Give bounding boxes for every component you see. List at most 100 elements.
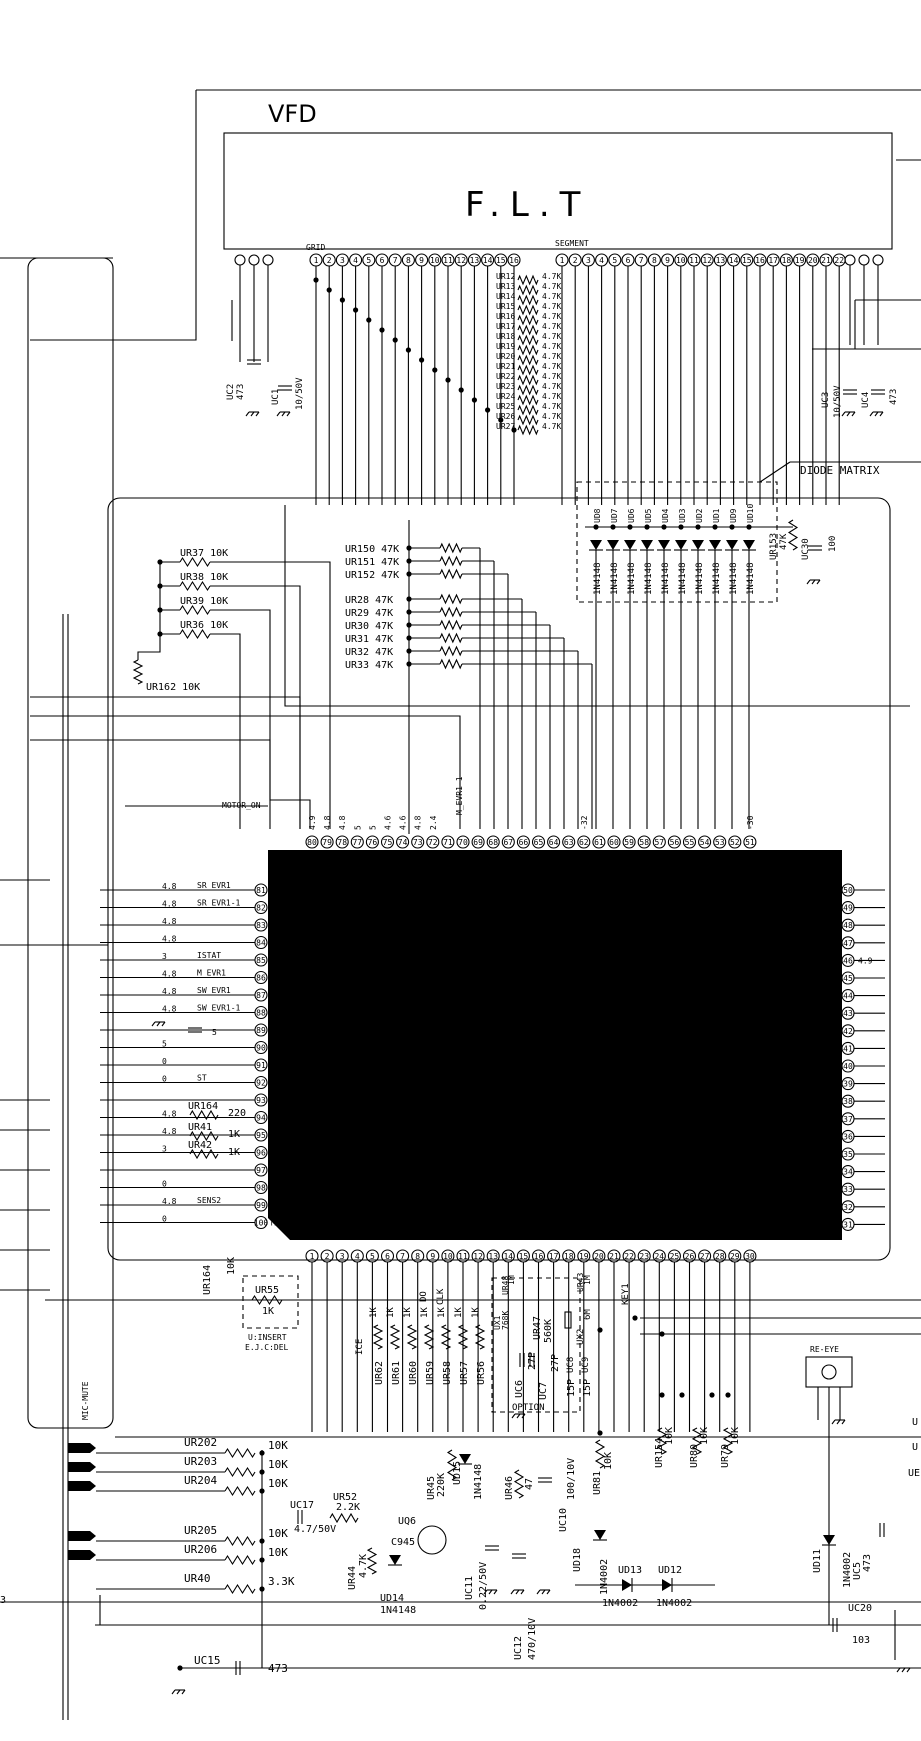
ic-bottom-pin-number: 24 — [654, 1252, 664, 1261]
ic-right-pin: 35 — [841, 1147, 855, 1161]
ic-right-pin-name: GRID1 — [794, 974, 818, 983]
uc17-capacitor — [297, 1510, 303, 1524]
vdd2-voltage: 5 — [212, 1028, 217, 1037]
res47k-resistor — [439, 568, 463, 580]
ic-bottom-pin: 13 — [486, 1249, 500, 1263]
ic-right-pin-name: P20 — [804, 904, 819, 913]
ground-symbol — [171, 1689, 186, 1695]
vfd-segment-pin-number: 15 — [742, 256, 752, 265]
bottom-res-name: UR62 — [374, 1361, 385, 1385]
ud15-label: UD15 — [452, 1461, 463, 1485]
ic-left-pin-name: LKFS — [271, 1096, 290, 1105]
ic-bottom-pin-name: MDATA — [384, 1212, 393, 1236]
ic-bottom-pin-number: 30 — [745, 1252, 755, 1261]
ur164b-label: UR164 — [202, 1265, 213, 1295]
ic-top-pin-voltage: 4.6 — [384, 815, 393, 830]
ic-bottom-pin-name: DO1 — [338, 1221, 347, 1236]
ic-right-pin-name: GRID2 — [794, 992, 818, 1001]
ic-top-pin-voltage: 5 — [368, 825, 377, 830]
vfd-grid-pin-number: 1 — [314, 256, 319, 265]
ic-top-pin: 79 — [320, 835, 334, 849]
ic-right-pin: 33 — [841, 1182, 855, 1196]
ic-bottom-pin: 18 — [562, 1249, 576, 1263]
ic-right-pin: 45 — [841, 971, 855, 985]
power-resistor — [224, 1447, 256, 1459]
vfd-segment-pin-number: 20 — [808, 256, 818, 265]
ic-left-pin-name: MDOUT — [271, 1201, 295, 1210]
ic-right-pin-number: 36 — [843, 1132, 853, 1141]
resistor-value: 4.7K — [542, 282, 561, 291]
ic-left-pin-voltage: 0 — [162, 1215, 167, 1224]
ic-bottom-pin-name: PROTECT — [655, 1202, 664, 1236]
res47k-resistor — [439, 619, 463, 631]
ic-bottom-pin: 14 — [501, 1249, 515, 1263]
ic-right-pin: 42 — [841, 1024, 855, 1038]
vfd-segment-pin-number: 3 — [586, 256, 591, 265]
vfd-grid-pin: 10 — [428, 253, 442, 267]
uc9-label: UC9 — [581, 1357, 591, 1373]
vfd-segment-pin-number: 2 — [573, 256, 578, 265]
ic-bottom-pin-name: XT2 — [550, 1221, 559, 1236]
ic-top-pin-name: XRST — [338, 877, 347, 896]
bottom-1k-resistor — [389, 1324, 401, 1350]
res47k-label: UR151 47K — [345, 557, 399, 568]
grid-junction — [366, 317, 372, 323]
vfd-segment-pin: 16 — [753, 253, 767, 267]
power-resistor — [224, 1583, 256, 1595]
ux2-value: 6M — [583, 1309, 593, 1320]
bottom-res-value: 1K — [369, 1307, 379, 1318]
resistor-value: 4.7K — [542, 422, 561, 431]
vfd-grid-pin-number: 11 — [443, 256, 453, 265]
ic-left-pin: 89 — [254, 1023, 268, 1037]
ic-bottom-pin-name: MLT — [368, 1221, 377, 1236]
bottom-res-name: UR58 — [442, 1361, 453, 1385]
ic-top-pin: 62 — [577, 835, 591, 849]
uc8-value: 15P — [566, 1379, 577, 1397]
resistor-ref: UR27 — [496, 422, 515, 431]
ic-left-pin: 82 — [254, 900, 268, 915]
uc12-label: UC12 — [513, 1636, 524, 1660]
vfd-grid-pin: 8 — [401, 253, 415, 267]
ic-bottom-pin-name: RDATA — [444, 1212, 453, 1236]
ic-evr2-label: EVR2 — [302, 951, 321, 960]
ic-top-pin-name: SW1 — [368, 881, 377, 896]
ic-bottom-pin-number: 4 — [355, 1252, 360, 1261]
uc5-label: UC5 — [852, 1562, 863, 1580]
res47k-resistor — [439, 645, 463, 657]
ic-top-pin: 63 — [562, 835, 576, 849]
ic-left-pin-voltage: 0 — [162, 1180, 167, 1189]
grid-junction — [392, 337, 398, 343]
power-res-name: UR205 — [184, 1524, 217, 1537]
vfd-grid-pin-number: 5 — [366, 256, 371, 265]
ic-left-pin-number: 87 — [256, 991, 266, 1000]
ic-left-pin-number: 93 — [256, 1096, 266, 1105]
ic-top-pin-number: 64 — [549, 838, 559, 847]
ic-left-pin-number: 92 — [256, 1079, 266, 1088]
ic-bottom-pin-name: TDO — [414, 1221, 423, 1236]
ic-xrst-label: XRST — [461, 906, 470, 925]
ic-top-pin: 55 — [682, 835, 697, 849]
ic-left-pin-net: SR_EVR1 — [197, 881, 231, 890]
ic-top-pin-number: 61 — [594, 838, 604, 847]
vfd-grid-pin: 1 — [309, 253, 323, 267]
bottom-1k-resistor — [406, 1324, 418, 1350]
ground-symbol — [511, 1413, 526, 1419]
ic-left-pin-voltage: 4.8 — [162, 1110, 177, 1119]
ic-bottom-pin-name: KEY4 — [670, 1217, 679, 1236]
diode-part: 1N4148 — [695, 562, 705, 595]
vfd-grid-pin-number: 16 — [509, 256, 519, 265]
grid-pulldown-resistor — [517, 424, 539, 436]
ic-right-pin: 37 — [841, 1112, 855, 1126]
uc15-value: 473 — [268, 1662, 288, 1675]
ur164b-value: 10K — [226, 1257, 237, 1275]
ic-right-pin-number: 37 — [843, 1115, 853, 1124]
ic-left-pin: 92 — [254, 1075, 268, 1090]
uc11-value: 0.22/50V — [478, 1562, 489, 1610]
ur47-label: UR47 — [532, 1316, 543, 1340]
ic-left-pin-voltage: 4.8 — [162, 935, 177, 944]
ground-symbol — [483, 1589, 498, 1595]
uc2-capacitor — [247, 359, 261, 365]
ur42-label: UR42 — [188, 1140, 212, 1151]
uic1-body — [268, 850, 842, 1240]
vfd-segment-pin-number: 8 — [652, 256, 657, 265]
